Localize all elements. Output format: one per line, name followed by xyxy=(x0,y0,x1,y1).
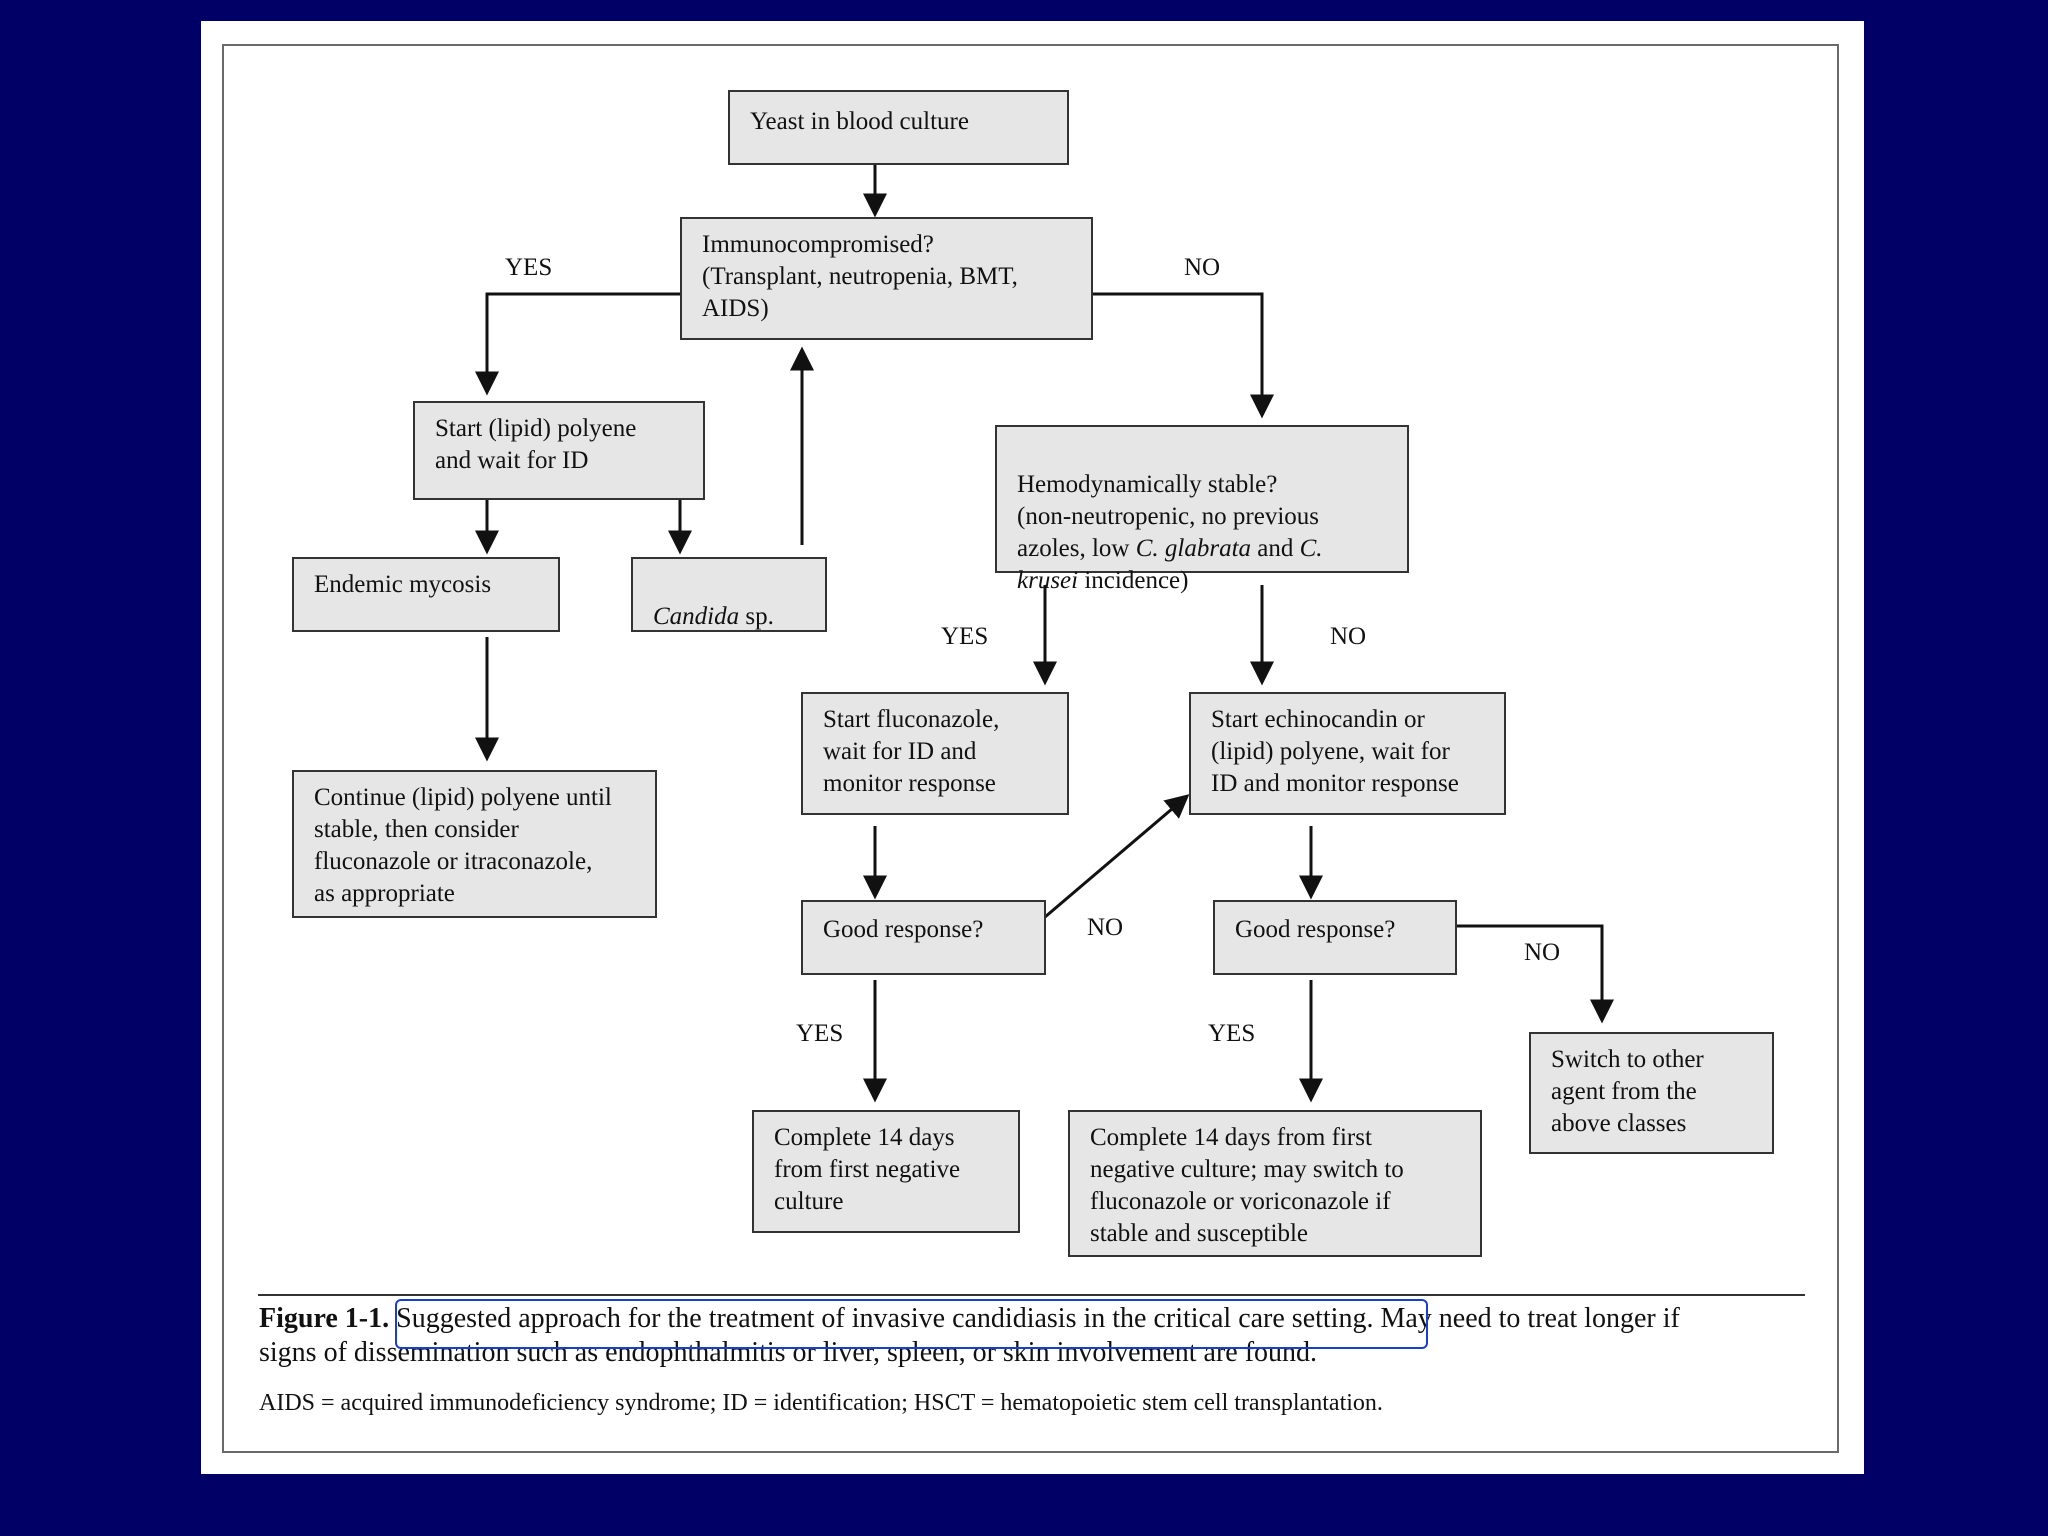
figure-label: Figure 1-1. xyxy=(259,1303,390,1334)
arrow-response2-no xyxy=(1456,924,1614,1024)
yeast-in-blood-culture-box: Yeast in blood culture xyxy=(728,90,1069,165)
abbreviations-note: AIDS = acquired immunodeficiency syndrom… xyxy=(259,1390,1383,1416)
caption-line2: signs of dissemination such as endophtha… xyxy=(259,1337,1318,1368)
caption-highlighted-text: Suggested approach for the treatment of … xyxy=(396,1303,1374,1334)
continue-lipid-polyene-box: Continue (lipid) polyene until stable, t… xyxy=(292,770,657,918)
label-immuno-no: NO xyxy=(1184,254,1221,281)
hemo-text-1: Hemodynamically stable? (non-neutropenic… xyxy=(1017,471,1320,562)
label-response1-no: NO xyxy=(1087,914,1124,941)
switch-agent-box: Switch to other agent from the above cla… xyxy=(1529,1032,1774,1154)
arrow-immuno-no xyxy=(1093,292,1274,419)
candida-italic-text: Candida xyxy=(653,603,740,630)
arrow-response1-no xyxy=(1044,794,1190,919)
start-fluconazole-box: Start fluconazole, wait for ID and monit… xyxy=(801,692,1069,815)
endemic-mycosis-box: Endemic mycosis xyxy=(292,557,560,632)
hemo-text-glabrata: C. glabrata xyxy=(1135,535,1252,562)
hemo-text-c: C. xyxy=(1299,535,1323,562)
good-response-box-1: Good response? xyxy=(801,900,1046,975)
start-lipid-polyene-box: Start (lipid) polyene and wait for ID xyxy=(413,401,705,500)
good-response-box-2: Good response? xyxy=(1213,900,1457,975)
immunocompromised-question-box: Immunocompromised? (Transplant, neutrope… xyxy=(680,217,1093,340)
candida-rest-text: sp. xyxy=(739,603,774,630)
hemodynamically-stable-question-box: Hemodynamically stable? (non-neutropenic… xyxy=(995,425,1409,594)
complete-14-days-switch-box: Complete 14 days from first negative cul… xyxy=(1068,1110,1482,1257)
arrow-immuno-yes xyxy=(475,292,681,396)
hemo-text-krusei: krusei xyxy=(1017,567,1079,594)
label-response2-no: NO xyxy=(1524,939,1561,966)
figure-caption: Figure 1-1. Suggested approach for the t… xyxy=(259,1302,1819,1370)
hemo-text-2: and xyxy=(1251,535,1300,562)
label-response1-yes: YES xyxy=(796,1020,844,1047)
caption-selection-highlight xyxy=(395,1299,1428,1349)
candida-species-box: Candida sp. xyxy=(631,557,827,632)
caption-rule xyxy=(258,1294,1805,1296)
label-hemo-yes: YES xyxy=(941,623,989,650)
hemo-text-3: incidence) xyxy=(1078,567,1189,594)
figure-frame xyxy=(222,44,1839,1453)
label-immuno-yes: YES xyxy=(505,254,553,281)
start-echinocandin-box: Start echinocandin or (lipid) polyene, w… xyxy=(1189,692,1506,815)
caption-rest-line1: May need to treat longer if xyxy=(1380,1303,1680,1334)
complete-14-days-box: Complete 14 days from first negative cul… xyxy=(752,1110,1020,1233)
label-hemo-no: NO xyxy=(1330,623,1367,650)
label-response2-yes: YES xyxy=(1208,1020,1256,1047)
